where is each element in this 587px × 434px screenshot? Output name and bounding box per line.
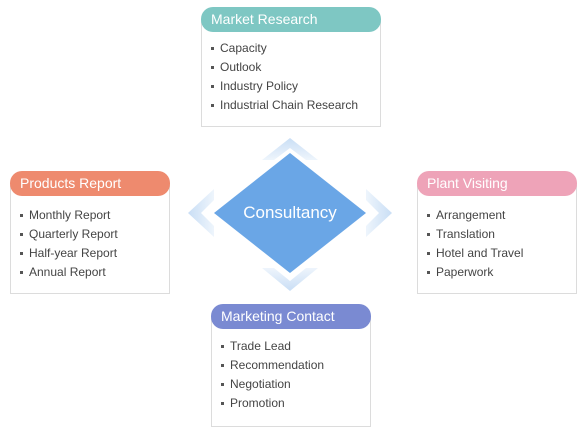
consultancy-diamond	[214, 153, 366, 273]
card-list: Trade Lead Recommendation Negotiation Pr…	[221, 337, 365, 413]
bullet-icon	[211, 85, 214, 88]
list-item: Recommendation	[221, 356, 365, 375]
card-list: Capacity Outlook Industry Policy Industr…	[211, 39, 375, 115]
chevron-right-icon	[366, 189, 392, 237]
card-plant-visiting: Plant Visiting Arrangement Translation H…	[417, 171, 577, 294]
bullet-icon	[427, 271, 430, 274]
chevron-bottom-icon	[262, 268, 318, 291]
list-item: Half-year Report	[20, 244, 164, 263]
bullet-icon	[221, 402, 224, 405]
bullet-icon	[211, 104, 214, 107]
list-item: Monthly Report	[20, 206, 164, 225]
card-products-report: Products Report Monthly Report Quarterly…	[10, 171, 170, 294]
card-body	[201, 21, 381, 127]
card-body	[417, 185, 577, 294]
list-item: Quarterly Report	[20, 225, 164, 244]
card-market-research: Market Research Capacity Outlook Industr…	[201, 7, 381, 127]
bullet-icon	[20, 233, 23, 236]
card-header-marketing-contact: Marketing Contact	[211, 304, 371, 329]
bullet-icon	[221, 364, 224, 367]
list-item: Outlook	[211, 58, 375, 77]
list-item: Industry Policy	[211, 77, 375, 96]
list-item: Hotel and Travel	[427, 244, 571, 263]
bullet-icon	[427, 252, 430, 255]
bullet-icon	[221, 345, 224, 348]
consultancy-label: Consultancy	[243, 203, 337, 222]
card-header-products-report: Products Report	[10, 171, 170, 196]
list-item: Paperwork	[427, 263, 571, 282]
card-header-plant-visiting: Plant Visiting	[417, 171, 577, 196]
card-marketing-contact: Marketing Contact Trade Lead Recommendat…	[211, 304, 371, 427]
bullet-icon	[221, 383, 224, 386]
list-item: Annual Report	[20, 263, 164, 282]
list-item: Promotion	[221, 394, 365, 413]
card-list: Monthly Report Quarterly Report Half-yea…	[20, 206, 164, 282]
list-item: Capacity	[211, 39, 375, 58]
list-item: Translation	[427, 225, 571, 244]
chevron-left-icon	[188, 189, 214, 237]
list-item: Industrial Chain Research	[211, 96, 375, 115]
card-header-market-research: Market Research	[201, 7, 381, 32]
list-item: Trade Lead	[221, 337, 365, 356]
chevron-top-icon	[262, 138, 318, 160]
bullet-icon	[20, 271, 23, 274]
bullet-icon	[20, 252, 23, 255]
bullet-icon	[20, 214, 23, 217]
card-list: Arrangement Translation Hotel and Travel…	[427, 206, 571, 282]
bullet-icon	[211, 66, 214, 69]
list-item: Arrangement	[427, 206, 571, 225]
bullet-icon	[211, 47, 214, 50]
list-item: Negotiation	[221, 375, 365, 394]
bullet-icon	[427, 214, 430, 217]
bullet-icon	[427, 233, 430, 236]
card-body	[211, 318, 371, 427]
